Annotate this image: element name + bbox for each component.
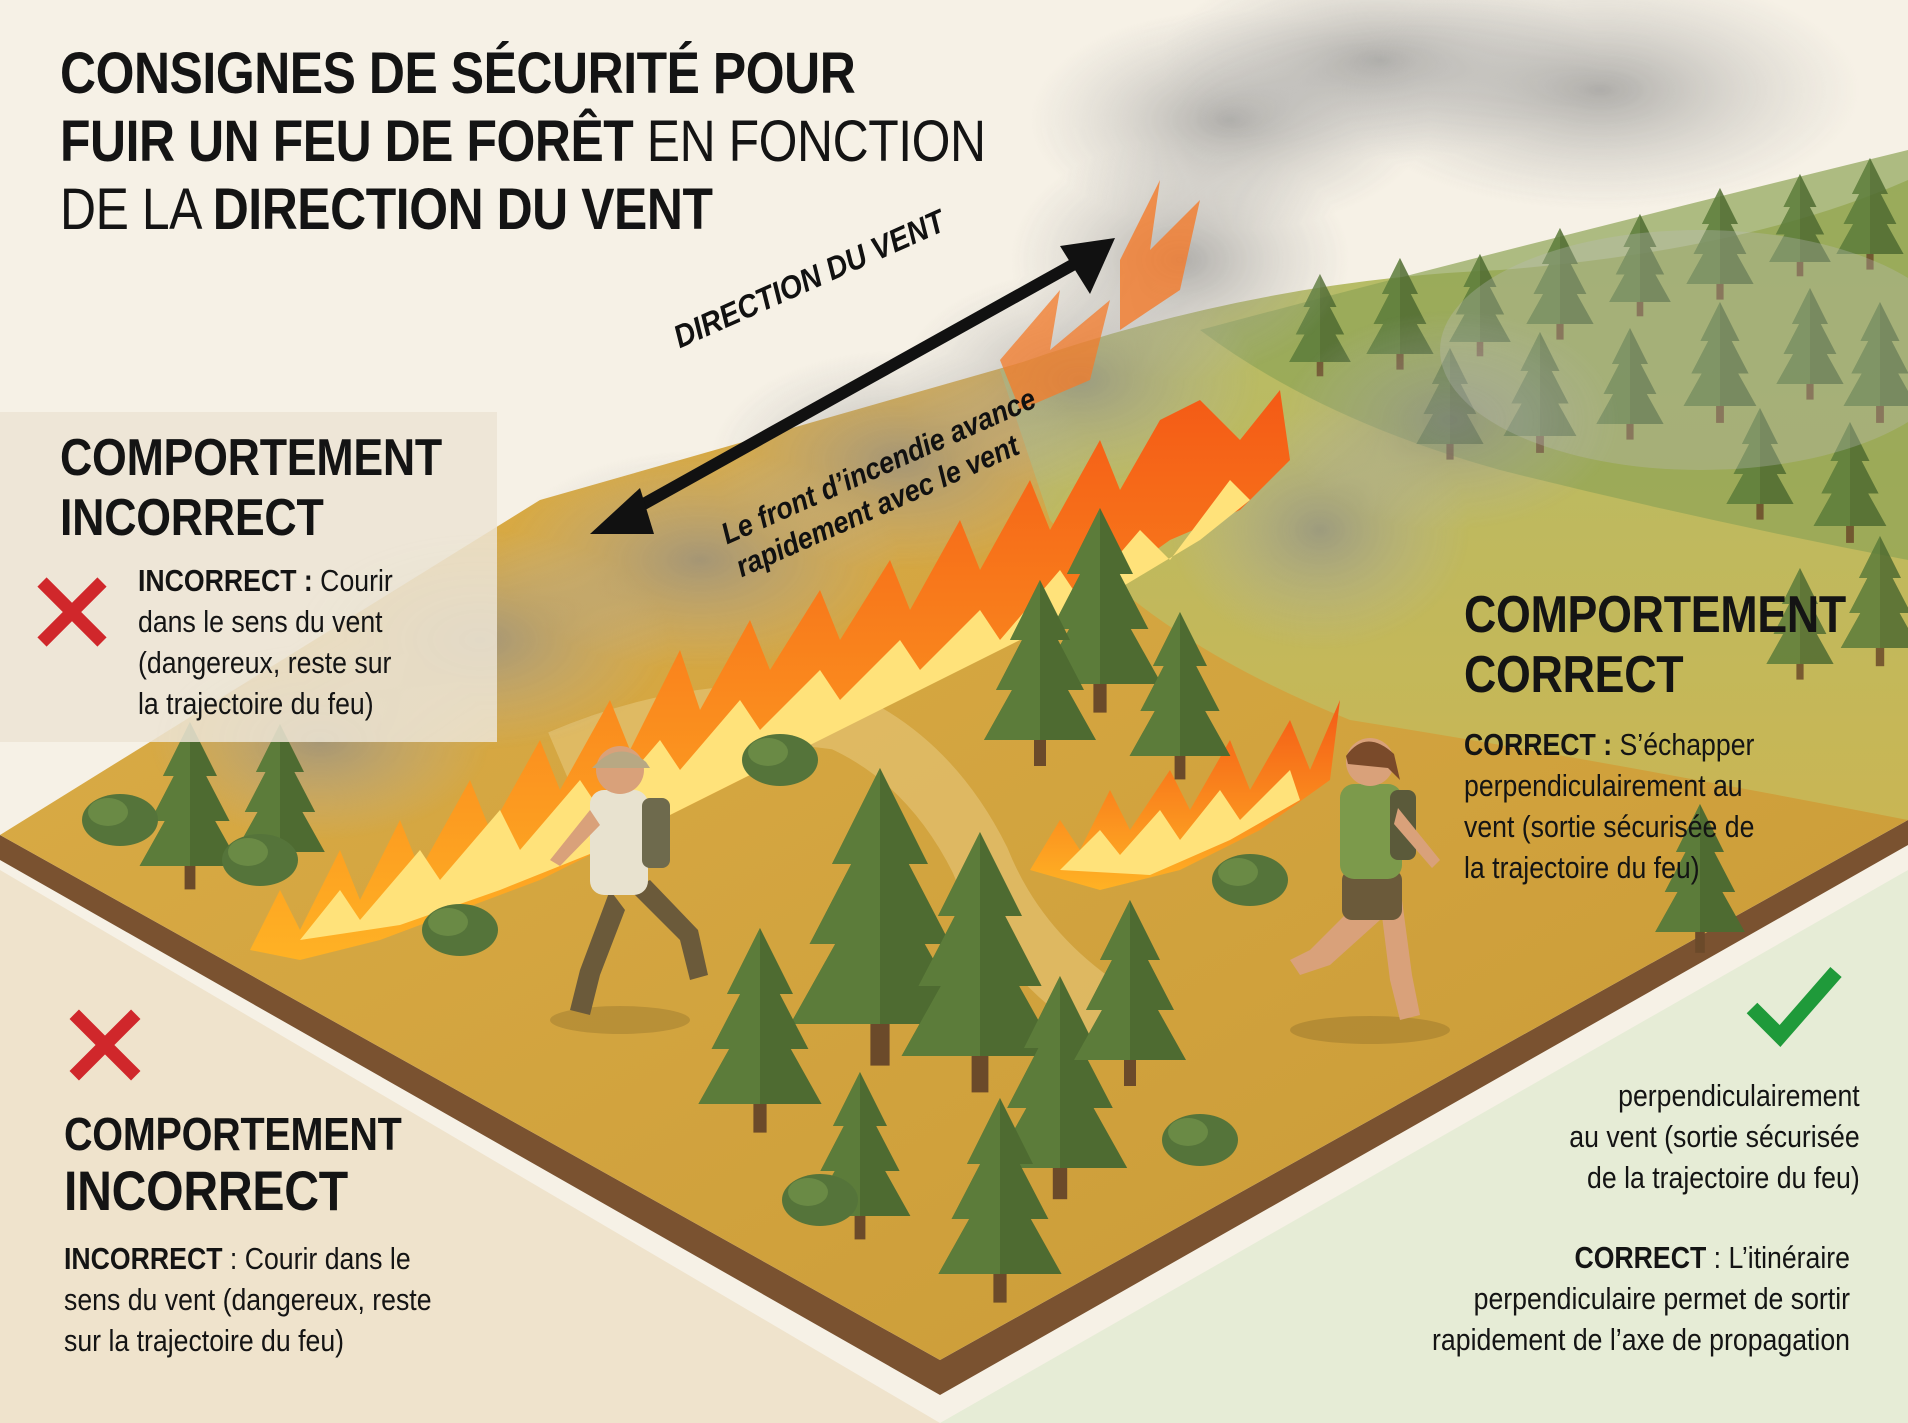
incorrect-separator-top: : [296, 563, 321, 598]
page-title: CONSIGNES DE SÉCURITÉ POUR FUIR UN FEU D… [60, 40, 1049, 244]
correct-heading-line-1: COMPORTEMENT [1464, 586, 1846, 644]
incorrect-text-top-line-1: Courir [320, 563, 393, 598]
correct-text-right-line-4: la trajectoire du feu) [1464, 850, 1700, 885]
correct-heading: COMPORTEMENT CORRECT [1464, 585, 1846, 705]
correct-text-bottom-line-6: rapidement de l’axe de propagation [1432, 1322, 1850, 1357]
incorrect-text-bottom-line-2: sens du vent (dangereux, reste [64, 1282, 432, 1317]
correct-text-right-line-2: perpendiculairement au [1464, 768, 1743, 803]
correct-text-bottom-intro: perpendiculairement au vent (sortie sécu… [1570, 1075, 1860, 1198]
correct-text-bottom-line-3: de la trajectoire du feu) [1587, 1160, 1860, 1195]
correct-text-bottom: CORRECT : L’itinéraire perpendiculaire p… [1432, 1237, 1850, 1360]
incorrect-text-top: INCORRECT : Courir dans le sens du vent … [138, 560, 393, 724]
correct-text-bottom-line-4: L’itinéraire [1728, 1240, 1850, 1275]
checkmark-icon [1746, 967, 1842, 1047]
correct-separator-right: : [1595, 727, 1620, 762]
incorrect-heading-top-line-2: INCORRECT [60, 489, 324, 547]
incorrect-text-bottom-line-1: Courir dans le [244, 1241, 411, 1276]
correct-text-bottom-line-2: au vent (sortie sécurisée [1569, 1119, 1860, 1154]
fire-front [250, 180, 1290, 960]
correct-heading-line-2: CORRECT [1464, 646, 1684, 704]
runner-incorrect [550, 746, 708, 1034]
cross-icon [69, 1009, 141, 1081]
cross-icon [37, 577, 107, 647]
incorrect-keyword-top: INCORRECT [138, 563, 297, 598]
correct-text-right-line-1: S’échapper [1619, 727, 1755, 762]
incorrect-heading-top: COMPORTEMENT INCORRECT [60, 428, 442, 548]
correct-text-bottom-line-5: perpendiculaire permet de sortir [1473, 1281, 1850, 1316]
incorrect-text-top-line-3: (dangereux, reste sur [138, 645, 392, 680]
incorrect-separator-bottom: : [222, 1241, 245, 1276]
correct-separator-bottom: : [1706, 1240, 1729, 1275]
correct-text-bottom-line-1: perpendiculairement [1618, 1078, 1860, 1113]
fire-line-2 [1030, 700, 1340, 890]
runner-correct [1290, 738, 1450, 1044]
title-line-1: CONSIGNES DE SÉCURITÉ POUR [60, 41, 856, 106]
incorrect-text-bottom: INCORRECT : Courir dans le sens du vent … [64, 1238, 432, 1361]
title-line-3-normal: DE LA [60, 177, 213, 242]
incorrect-heading-bottom: COMPORTEMENT INCORRECT [64, 1108, 402, 1222]
correct-text-right-line-3: vent (sortie sécurisée de [1464, 809, 1755, 844]
incorrect-heading-bottom-line-2: INCORRECT [64, 1159, 348, 1222]
incorrect-heading-bottom-line-1: COMPORTEMENT [64, 1108, 402, 1160]
incorrect-text-bottom-line-3: sur la trajectoire du feu) [64, 1323, 345, 1358]
incorrect-panel-top [0, 412, 497, 742]
incorrect-text-top-line-4: la trajectoire du feu) [138, 686, 374, 721]
title-line-2-normal: EN FONCTION [633, 109, 986, 174]
title-line-3-bold: DIRECTION DU VENT [212, 177, 713, 242]
correct-text-right: CORRECT : S’échapper perpendiculairement… [1464, 724, 1754, 888]
correct-keyword-bottom: CORRECT [1574, 1240, 1707, 1275]
correct-keyword-right: CORRECT [1464, 727, 1596, 762]
incorrect-keyword-bottom: INCORRECT [64, 1241, 223, 1276]
incorrect-text-top-line-2: dans le sens du vent [138, 604, 383, 639]
title-line-2-bold: FUIR UN FEU DE FORÊT [60, 109, 634, 174]
incorrect-heading-top-line-1: COMPORTEMENT [60, 429, 442, 487]
wind-arrow [590, 238, 1115, 534]
